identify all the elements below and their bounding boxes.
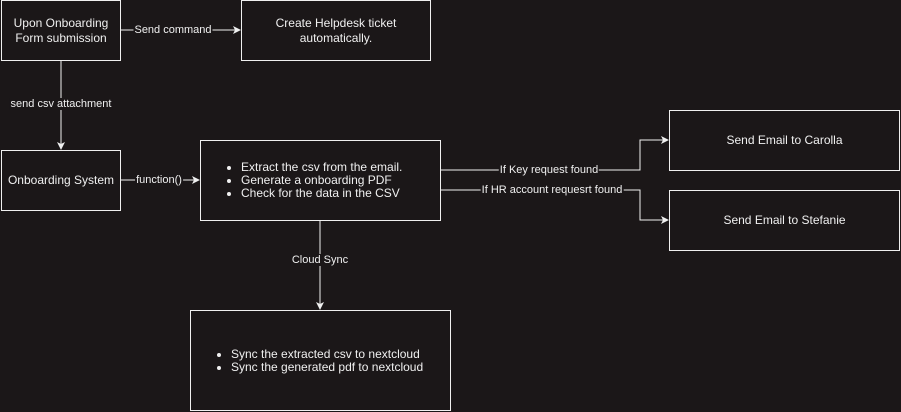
onboarding-system-node[interactable]: Onboarding System [1,150,121,211]
process-node[interactable]: Extract the csv from the email. Generate… [200,140,441,221]
email-stefanie-node[interactable]: Send Email to Stefanie [669,190,900,251]
hr-request-label: If HR account requesrt found [480,184,624,196]
onboarding-form-node[interactable]: Upon Onboarding Form submission [1,0,121,61]
process-item: Extract the csv from the email. [241,161,402,174]
send-csv-label: send csv attachment [9,98,113,110]
email-stefanie-label: Send Email to Stefanie [723,213,846,227]
email-carolla-node[interactable]: Send Email to Carolla [669,110,900,171]
send-command-label: Send command [133,24,213,36]
function-label: function() [135,174,183,186]
onboarding-system-label: Onboarding System [7,173,115,187]
sync-item: Sync the generated pdf to nextcloud [231,360,423,374]
process-item: Generate a onboarding PDF [241,174,402,187]
helpdesk-ticket-node[interactable]: Create Helpdesk ticket automatically. [241,0,431,61]
key-request-label: If Key request found [498,164,600,176]
cloud-sync-node[interactable]: Sync the extracted csv to nextcloud Sync… [190,310,451,411]
sync-list: Sync the extracted csv to nextcloud Sync… [191,347,423,374]
sync-item: Sync the extracted csv to nextcloud [231,347,423,361]
onboarding-form-label: Upon Onboarding Form submission [13,15,109,45]
helpdesk-ticket-label: Create Helpdesk ticket automatically. [275,15,397,45]
process-item: Check for the data in the CSV [241,187,402,200]
cloud-sync-label: Cloud Sync [290,254,350,266]
process-list: Extract the csv from the email. Generate… [201,161,402,200]
email-carolla-label: Send Email to Carolla [726,133,843,147]
